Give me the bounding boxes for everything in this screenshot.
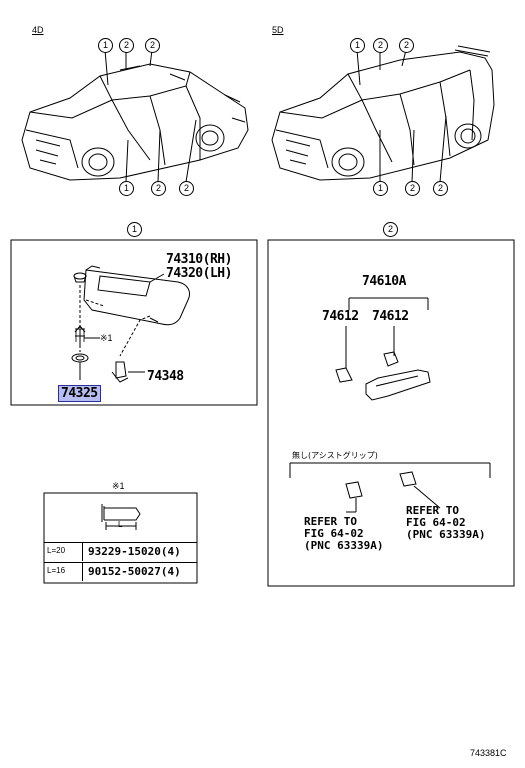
callout-2-sedan-bottom-a: 2	[151, 181, 166, 196]
callout-1-sedan-roof: 1	[98, 38, 113, 53]
part-74612-left[interactable]: 74612	[322, 309, 359, 324]
refer-fig-64-02-right[interactable]: REFER TO FIG 64-02 (PNC 63339A)	[406, 504, 486, 541]
screw-length-l16: L=16	[47, 566, 66, 575]
diagram-code: 743381C	[470, 748, 507, 758]
assist-grip-illustration	[335, 351, 431, 401]
without-assist-grip-label: 無し(アシストグリップ)	[292, 451, 378, 460]
refer-fig-64-02-left[interactable]: REFER TO FIG 64-02 (PNC 63339A)	[304, 515, 384, 552]
callout-2-sedan-roof-b: 2	[145, 38, 160, 53]
screw-table-header: ※1	[112, 481, 125, 491]
callout-2-wagon-roof-b: 2	[399, 38, 414, 53]
part-74612-right[interactable]: 74612	[372, 309, 409, 324]
part-74348[interactable]: 74348	[147, 369, 184, 384]
callout-2-wagon-bottom-b: 2	[433, 181, 448, 196]
sun-visor-illustration	[73, 265, 191, 326]
screw-length-dim: L	[118, 520, 123, 529]
screw-note-mark: ※1	[100, 333, 113, 343]
sedan-label: 4D	[32, 25, 44, 35]
section-2-header: 2	[383, 222, 398, 237]
screw-row-l20: L=20 93229-15020(4)	[44, 542, 197, 561]
sedan-car-illustration	[21, 63, 249, 181]
section-1-header: 1	[127, 222, 142, 237]
wagon-label: 5D	[272, 25, 284, 35]
screw-row-l16: L=16 90152-50027(4)	[44, 562, 197, 581]
callout-2-sedan-bottom-b: 2	[179, 181, 194, 196]
callout-1-wagon-bottom: 1	[373, 181, 388, 196]
screw-part-93229-15020[interactable]: 93229-15020(4)	[88, 545, 181, 558]
screw-length-l20: L=20	[47, 546, 66, 555]
callout-1-sedan-bottom: 1	[119, 181, 134, 196]
callout-2-wagon-roof-a: 2	[373, 38, 388, 53]
part-74320-lh[interactable]: 74320(LH)	[166, 266, 232, 281]
wagon-car-illustration	[271, 45, 495, 181]
screw-part-90152-50027[interactable]: 90152-50027(4)	[88, 565, 181, 578]
callout-2-sedan-roof-a: 2	[119, 38, 134, 53]
part-74310-rh[interactable]: 74310(RH)	[166, 252, 232, 267]
callout-2-wagon-bottom-a: 2	[405, 181, 420, 196]
part-74610a[interactable]: 74610A	[362, 274, 406, 289]
callout-1-wagon-roof: 1	[350, 38, 365, 53]
part-74325-highlighted[interactable]: 74325	[58, 385, 101, 402]
